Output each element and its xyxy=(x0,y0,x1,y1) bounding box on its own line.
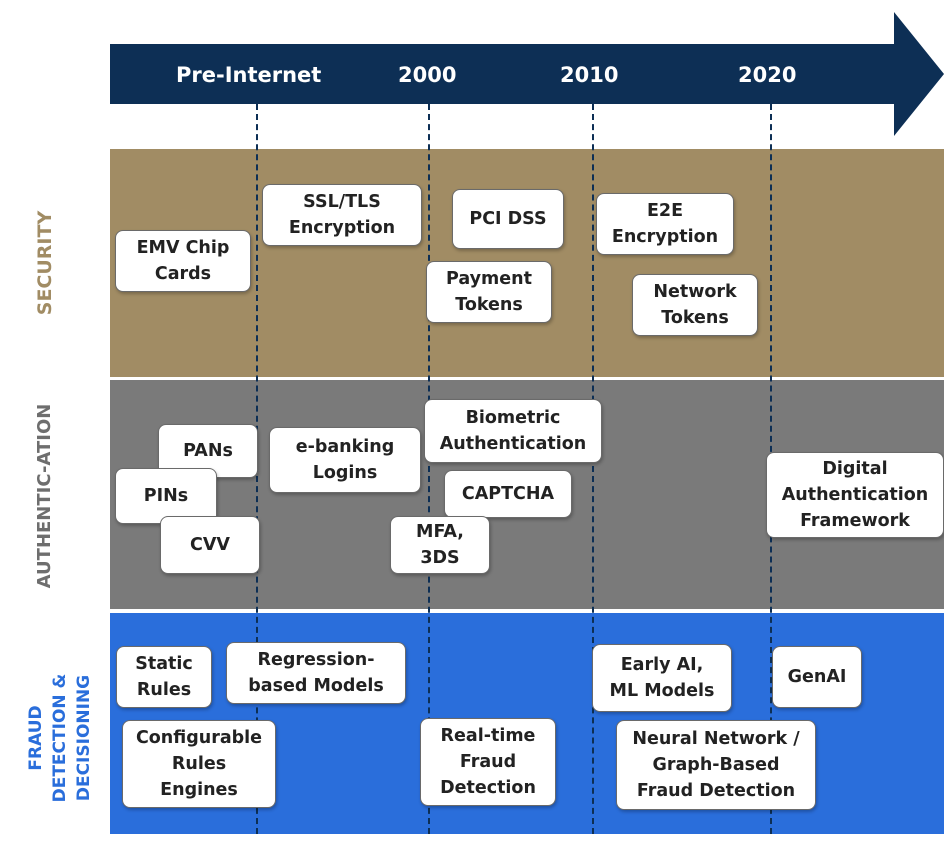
item-digital-authentication-framework: Digital Authentication Framework xyxy=(766,452,944,538)
era-label-pre-internet: Pre-Internet xyxy=(176,63,322,87)
item-pci-dss: PCI DSS xyxy=(452,189,564,249)
item-configurable-rules-engines: Configurable Rules Engines xyxy=(122,720,276,808)
item-early-ai-ml-models: Early AI, ML Models xyxy=(592,644,732,712)
category-label-fraud: FRAUD DETECTION & DECISIONING xyxy=(26,673,94,803)
era-divider xyxy=(428,104,430,834)
timeline-arrow xyxy=(110,12,944,136)
item-cvv: CVV xyxy=(160,516,260,574)
item-e2e-encryption: E2E Encryption xyxy=(596,193,734,255)
item-regression-based-models: Regression- based Models xyxy=(226,642,406,704)
item-genai: GenAI xyxy=(772,646,862,708)
item-mfa-3ds: MFA, 3DS xyxy=(390,516,490,574)
category-label-authentication: AUTHENTIC-ATION xyxy=(34,403,55,589)
item-static-rules: Static Rules xyxy=(116,646,212,708)
era-label-2000: 2000 xyxy=(398,63,457,87)
item-real-time-fraud-detection: Real-time Fraud Detection xyxy=(420,718,556,806)
item-e-banking-logins: e-banking Logins xyxy=(269,427,421,493)
item-network-tokens: Network Tokens xyxy=(632,274,758,336)
item-biometric-authentication: Biometric Authentication xyxy=(424,399,602,463)
item-captcha: CAPTCHA xyxy=(444,470,572,518)
timeline-arrow-shape xyxy=(110,12,944,136)
era-divider xyxy=(592,104,594,834)
category-label-security: SECURITY xyxy=(34,210,56,316)
era-label-2010: 2010 xyxy=(560,63,619,87)
item-neural-network-graph-based-fraud-detection: Neural Network / Graph-Based Fraud Detec… xyxy=(616,720,816,810)
item-ssl-tls-encryption: SSL/TLS Encryption xyxy=(262,184,422,246)
item-payment-tokens: Payment Tokens xyxy=(426,261,552,323)
era-label-2020: 2020 xyxy=(738,63,797,87)
item-emv-chip-cards: EMV Chip Cards xyxy=(115,230,251,292)
